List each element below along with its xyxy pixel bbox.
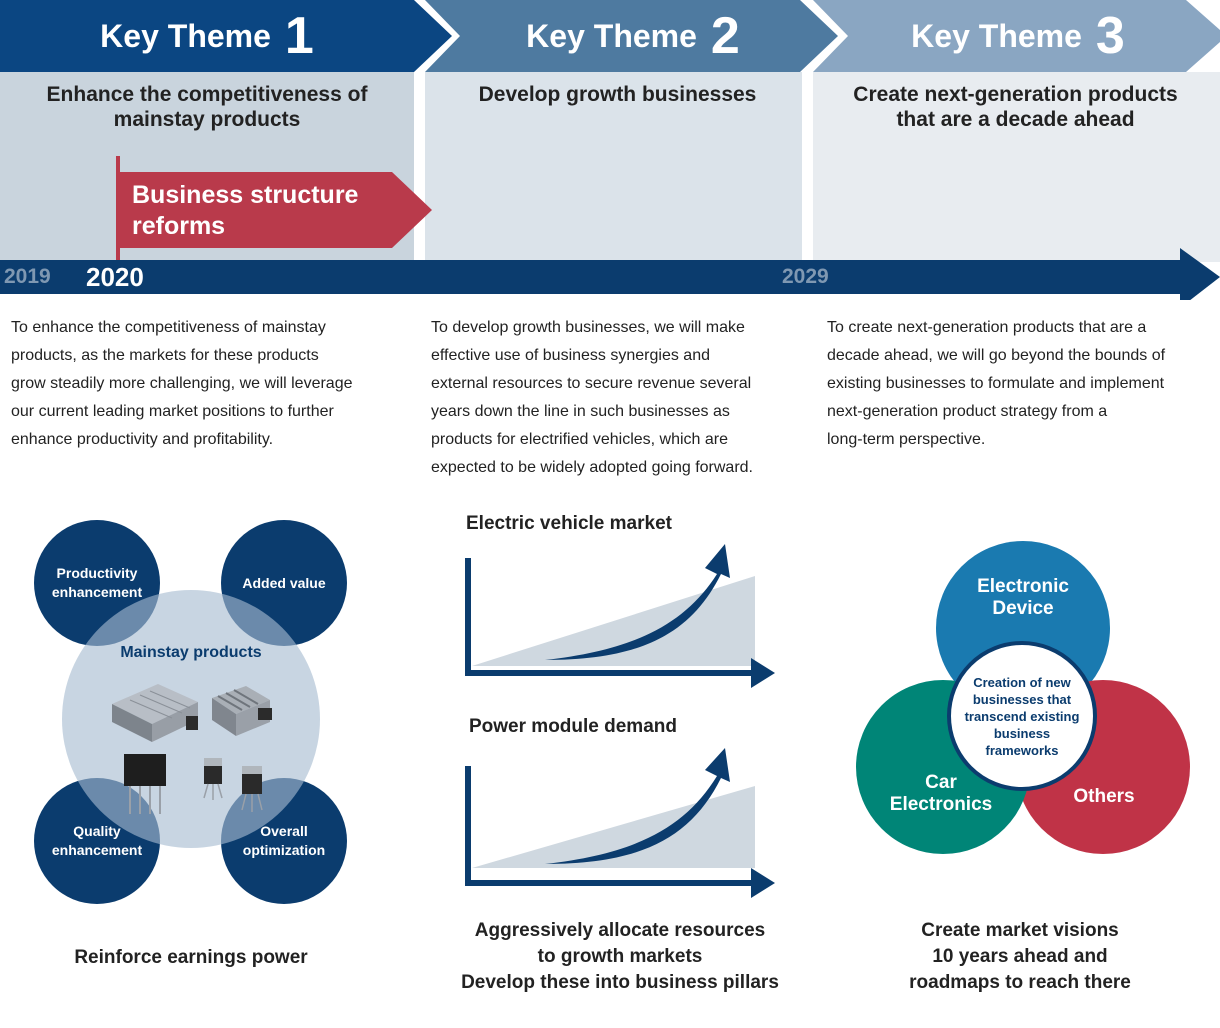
others-label: Others	[1073, 786, 1135, 807]
theme1-subtitle: Enhance the competitiveness of mainstay …	[46, 83, 368, 131]
timeline-bar	[0, 260, 1182, 294]
theme-banner	[0, 0, 1220, 300]
year-end: 2029	[782, 265, 829, 288]
theme2-description: To develop growth businesses, we will ma…	[431, 319, 753, 476]
theme2-subtitle: Develop growth businesses	[478, 83, 757, 106]
theme3-arrow	[813, 0, 1220, 72]
ev-market-chart	[465, 544, 775, 688]
theme2-arrow	[425, 0, 838, 72]
theme1-description: To enhance the competitiveness of mainst…	[11, 319, 353, 448]
reforms-label: Business structure reforms	[132, 181, 359, 240]
year-current: 2020	[86, 262, 144, 292]
nextgen-caption: Create market visions 10 years ahead and…	[909, 920, 1131, 993]
theme3-subtitle: Create next-generation products that are…	[853, 83, 1178, 131]
power-module-chart	[465, 748, 775, 898]
car-electronics-label: Car Electronics	[889, 772, 993, 815]
power-module-title: Power module demand	[469, 716, 677, 737]
products-image	[112, 684, 272, 814]
ev-market-title: Electric vehicle market	[466, 513, 672, 534]
new-business-label: Creation of new businesses that transcen…	[964, 674, 1080, 758]
mainstay-caption: Reinforce earnings power	[74, 947, 308, 968]
growth-caption: Aggressively allocate resources to growt…	[461, 920, 779, 993]
new-business-circle: Creation of new businesses that transcen…	[947, 641, 1097, 791]
year-start: 2019	[4, 265, 51, 288]
productivity-circle: Productivity enhancement	[34, 520, 160, 646]
theme1-arrow	[0, 0, 452, 72]
timeline-arrowhead	[1180, 248, 1220, 300]
electronic-device-label: Electronic Device	[977, 576, 1069, 619]
theme3-description: To create next-generation products that …	[827, 319, 1166, 448]
reforms-arrow	[120, 172, 432, 248]
mainstay-label: Mainstay products	[120, 644, 262, 661]
